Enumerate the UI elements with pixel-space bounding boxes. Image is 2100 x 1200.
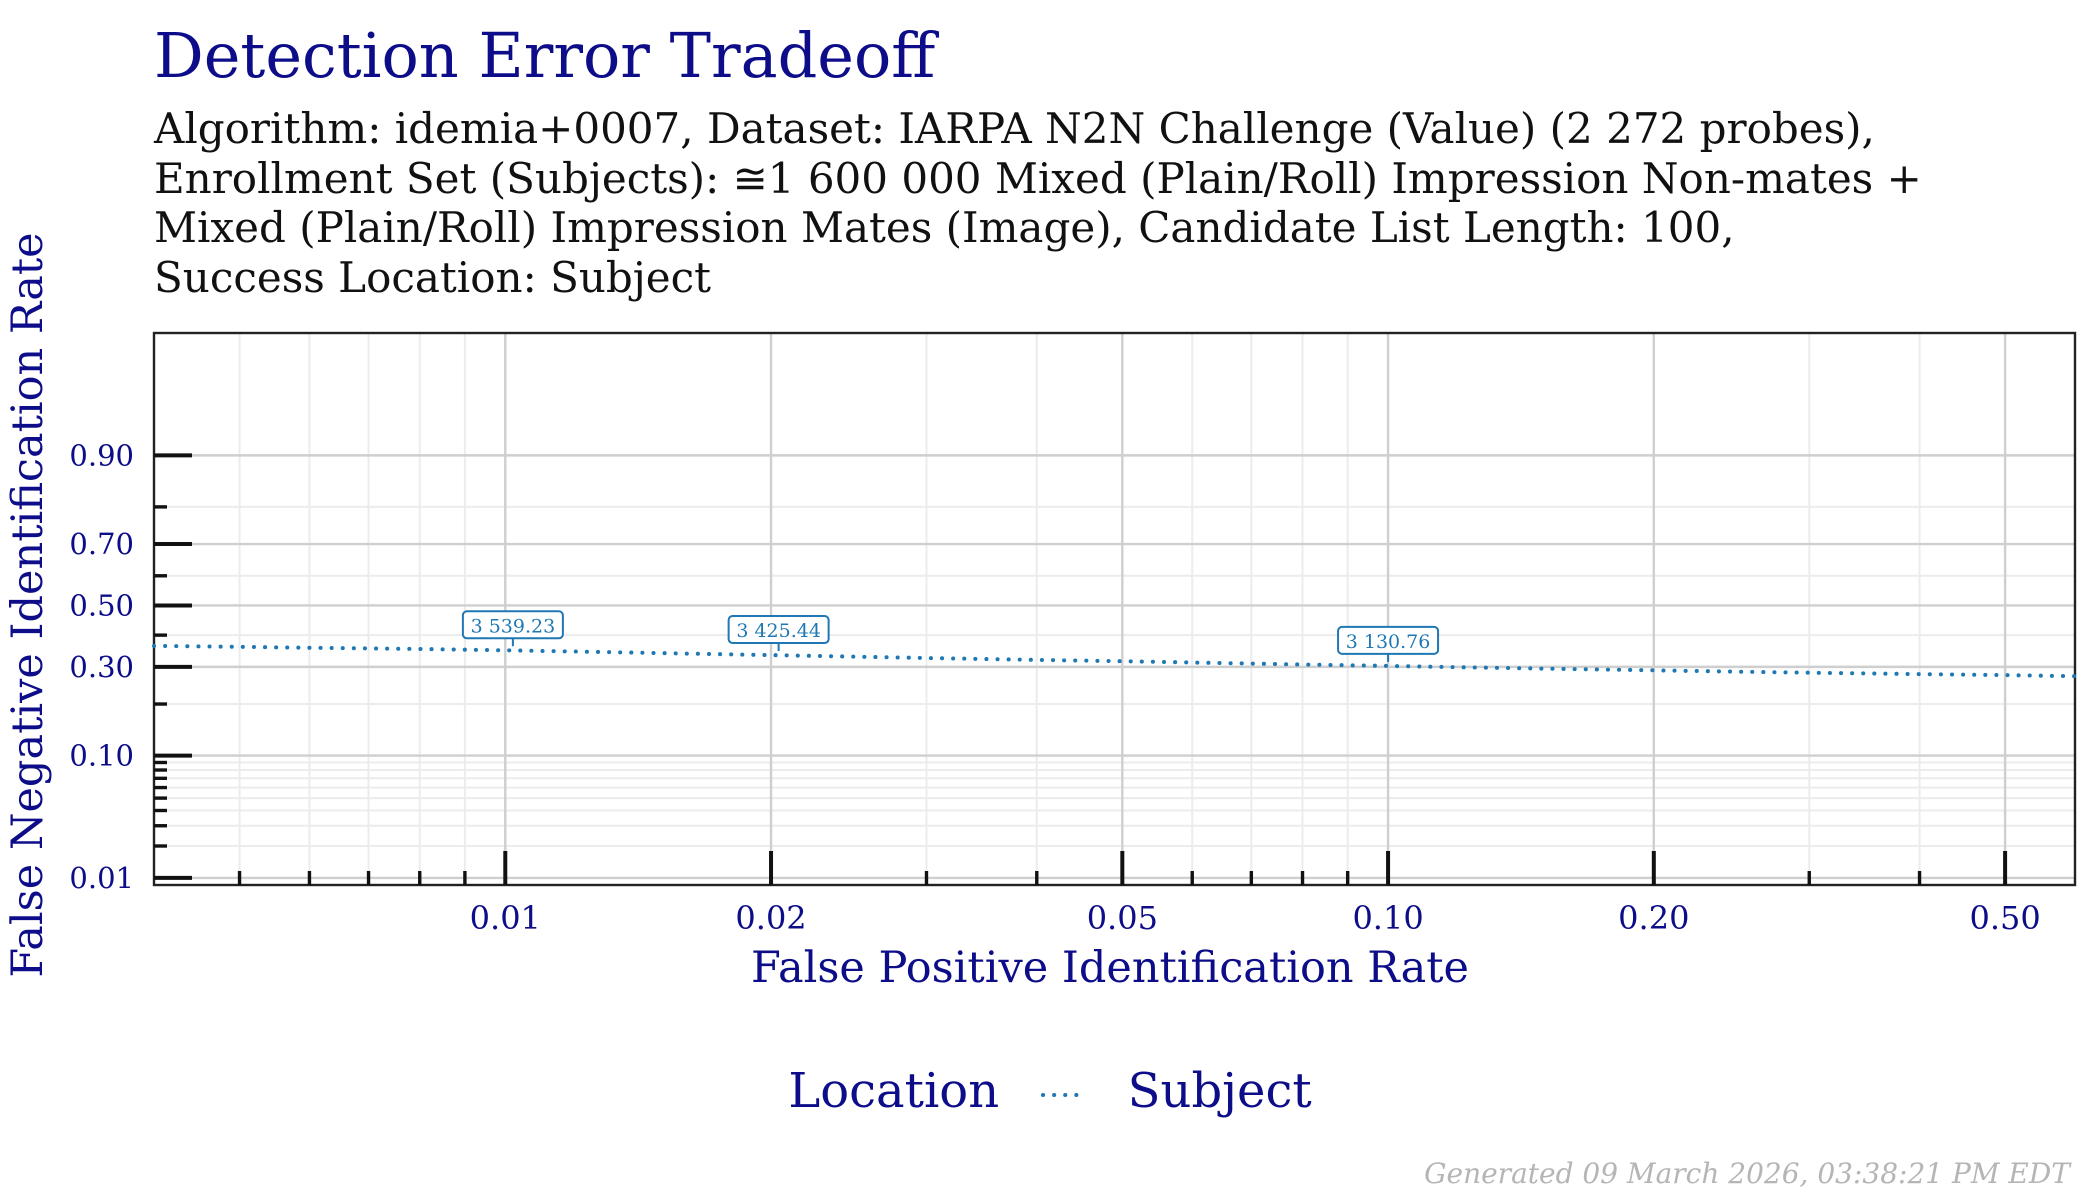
x-axis-label: False Positive Identification Rate — [751, 943, 1469, 993]
y-tick-label: 0.50 — [69, 588, 134, 622]
annotation-layer: 3 539.23 3 425.44 3 130.76 — [461, 610, 1440, 662]
grid-layer — [154, 333, 2075, 885]
x-tick-label: 0.05 — [1087, 899, 1158, 937]
y-tick-label: 0.70 — [69, 527, 134, 561]
series-line-subject — [152, 643, 2077, 679]
data-label-text: 3 539.23 — [471, 615, 556, 637]
x-tick-label: 0.20 — [1618, 899, 1689, 937]
subtitle-line: Algorithm: idemia+0007, Dataset: IARPA N… — [154, 104, 1875, 153]
legend: Location Subject — [0, 1063, 2100, 1119]
axis-layer: 0.01 0.02 0.05 0.10 0.20 0.50 0.01 0.10 0.30 0.50… — [69, 331, 2077, 937]
legend-key-subject — [1040, 1090, 1087, 1100]
x-tick-label: 0.02 — [735, 899, 806, 937]
data-label: 3 130.76 — [1337, 625, 1440, 662]
data-label: 3 539.23 — [461, 610, 564, 647]
x-tick-label: 0.01 — [470, 899, 541, 937]
subtitle-line: Mixed (Plain/Roll) Impression Mates (Ima… — [154, 203, 1735, 252]
generated-timestamp: Generated 09 March 2026, 03:38:21 PM EDT — [1424, 1157, 2070, 1190]
subtitle-line: Enrollment Set (Subjects): ≅1 600 000 Mi… — [154, 153, 1922, 203]
chart-title: Detection Error Tradeoff — [154, 19, 936, 92]
legend-label-subject: Subject — [1127, 1063, 1312, 1119]
y-tick-label: 0.10 — [69, 739, 134, 773]
data-label-box — [461, 610, 564, 640]
x-tick-label: 0.10 — [1352, 899, 1423, 937]
data-label-box — [727, 615, 830, 645]
data-label-text: 3 425.44 — [736, 620, 821, 642]
y-axis-label: False Negative Identification Rate — [3, 232, 53, 977]
x-tick-label: 0.50 — [1969, 899, 2040, 937]
y-tick-label: 0.01 — [69, 861, 134, 895]
y-tick-label: 0.90 — [69, 438, 134, 472]
series-layer — [152, 643, 2077, 679]
plot-frame — [152, 331, 2077, 887]
y-tick-label: 0.30 — [69, 650, 134, 684]
data-label-text: 3 130.76 — [1346, 631, 1431, 653]
chart-subtitle: Algorithm: idemia+0007, Dataset: IARPA N… — [154, 104, 2054, 302]
data-label: 3 425.44 — [727, 615, 830, 652]
legend-title: Location — [788, 1063, 1000, 1119]
subtitle-line: Success Location: Subject — [154, 252, 712, 302]
data-label-box — [1337, 625, 1440, 655]
